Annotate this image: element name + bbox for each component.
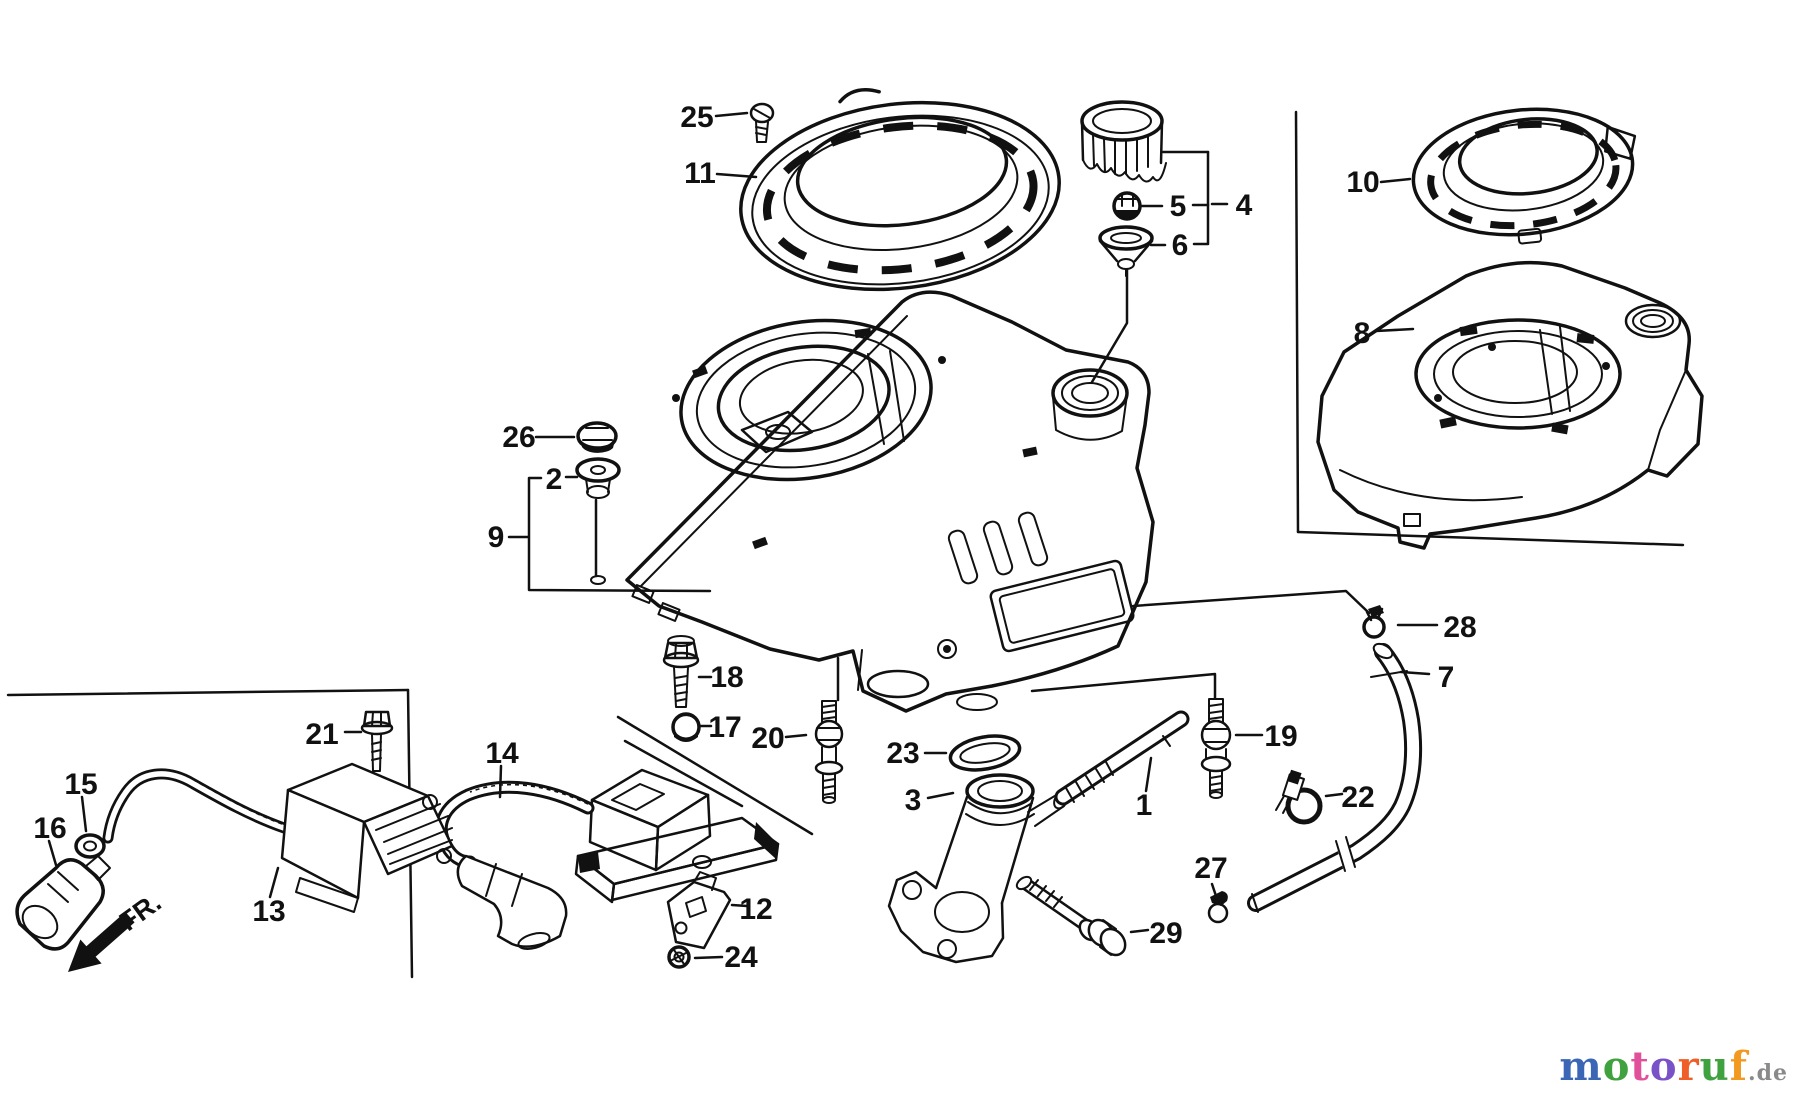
part-12-bracket: [666, 871, 732, 950]
part-label-12: 12: [739, 893, 772, 926]
part-11-fan-cover: [739, 88, 1061, 292]
part-27-clip: [1207, 891, 1229, 924]
part-15-washer: [74, 833, 106, 859]
part-label-5: 5: [1170, 190, 1187, 223]
part-label-6: 6: [1172, 229, 1189, 262]
part-label-27: 27: [1194, 852, 1227, 885]
part-label-24: 24: [724, 941, 758, 974]
part-28-clip: [1362, 605, 1386, 639]
spark-unit-module: [574, 768, 780, 904]
watermark-letter: f: [1729, 1043, 1748, 1090]
part-label-10: 10: [1346, 166, 1379, 199]
watermark-letter: t: [1630, 1043, 1650, 1090]
part-14-spark-plug-wire: [434, 780, 595, 950]
watermark-letter: u: [1699, 1043, 1730, 1090]
part-20-stud-bolt: [814, 700, 844, 804]
motoruf-watermark: motoruf.de: [1559, 1047, 1788, 1087]
part-label-7: 7: [1438, 661, 1455, 694]
part-21-flange-bolt: [360, 710, 394, 772]
part-26-flange-nut: [576, 421, 618, 453]
part-4-fuel-cap-knob: [1080, 100, 1167, 183]
part-label-28: 28: [1443, 611, 1476, 644]
watermark-suffix: .de: [1747, 1060, 1788, 1086]
part-number-labels: 25 11 5 4 6 10 8 26 2 9 18 17 20 23 3 1 …: [33, 101, 1476, 974]
part-label-22: 22: [1341, 781, 1374, 814]
part-13-ignition-coil: [102, 762, 454, 913]
part-label-15: 15: [64, 768, 97, 801]
part-10-fan-cover: [1411, 107, 1637, 245]
part-label-14: 14: [485, 737, 519, 770]
part-22-tube-clamp: [1275, 769, 1323, 825]
part-label-4: 4: [1236, 189, 1253, 222]
part-29-long-bolt: [1015, 875, 1127, 957]
part-24-bolt: [667, 945, 691, 969]
part-1-pipe: [1054, 710, 1190, 806]
part-8-under-cover: [1316, 260, 1704, 550]
part-17-nut: [671, 712, 701, 742]
part-9-shroud-assembly: [590, 290, 1155, 713]
watermark-letter: r: [1677, 1043, 1700, 1090]
part-16-plug-cap: [15, 855, 111, 951]
part-label-3: 3: [905, 784, 922, 817]
part-label-20: 20: [751, 722, 784, 755]
part-label-18: 18: [710, 661, 743, 694]
fr-direction-arrow: FR.: [68, 887, 167, 972]
part-label-13: 13: [252, 895, 285, 928]
part-label-25: 25: [680, 101, 713, 134]
part-7-tube: [1247, 642, 1423, 913]
part-label-1: 1: [1136, 789, 1153, 822]
part-18-flange-bolt: [662, 635, 700, 708]
watermark-letter: o: [1649, 1043, 1678, 1090]
part-5-nut: [1112, 191, 1142, 221]
part-label-8: 8: [1354, 317, 1371, 350]
part-label-26: 26: [502, 421, 535, 454]
part-2-grommet: [575, 457, 621, 499]
right-inset-box: [1294, 110, 1685, 547]
part-label-2: 2: [546, 463, 563, 496]
part-label-17: 17: [708, 711, 741, 744]
part-label-11: 11: [684, 157, 716, 190]
part-label-19: 19: [1264, 720, 1297, 753]
part-label-23: 23: [886, 737, 919, 770]
part-label-21: 21: [305, 718, 338, 751]
part-label-29: 29: [1149, 917, 1182, 950]
part-label-16: 16: [33, 812, 66, 845]
part-6-packing: [1098, 225, 1154, 277]
part-23-o-ring: [948, 734, 1022, 772]
part-3-elbow-tube: [887, 773, 1069, 964]
watermark-letter: o: [1602, 1043, 1631, 1090]
part-label-9: 9: [488, 521, 505, 554]
part-25-screw: [749, 102, 775, 143]
part-19-joint-stud: [1200, 698, 1232, 799]
leader-lines: [47, 111, 1439, 960]
watermark-letter: m: [1559, 1043, 1603, 1090]
